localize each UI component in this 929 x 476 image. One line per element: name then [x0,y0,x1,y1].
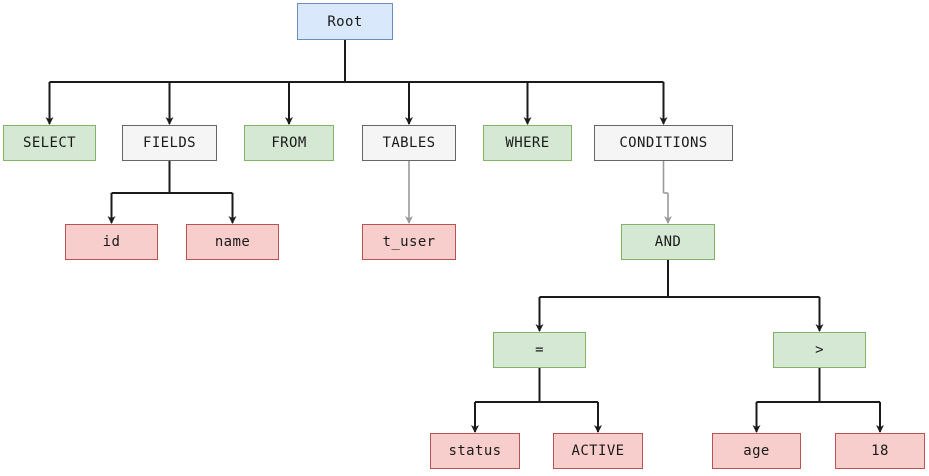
node-tables[interactable]: TABLES [362,125,456,161]
node-label-active: ACTIVE [571,443,625,459]
node-name[interactable]: name [186,224,279,260]
node-label-name: name [214,234,251,250]
node-gt[interactable]: > [773,332,866,368]
node-active[interactable]: ACTIVE [553,433,643,469]
node-where[interactable]: WHERE [483,125,572,161]
node-eq[interactable]: = [493,332,586,368]
node-fields[interactable]: FIELDS [122,125,217,161]
node-label-t_user: t_user [382,234,436,250]
node-age[interactable]: age [712,433,801,469]
node-label-eighteen: 18 [871,443,889,459]
node-label-fields: FIELDS [143,135,196,151]
node-label-status: status [448,443,502,459]
node-id[interactable]: id [65,224,158,260]
node-from[interactable]: FROM [244,125,334,161]
node-label-where: WHERE [505,135,550,151]
node-label-tables: TABLES [382,135,436,151]
node-label-conditions: CONDITIONS [619,135,708,151]
node-label-select: SELECT [23,135,76,151]
node-select[interactable]: SELECT [3,125,96,161]
node-and[interactable]: AND [621,224,715,260]
node-label-and: AND [654,234,682,250]
node-label-from: FROM [271,135,307,151]
node-conditions[interactable]: CONDITIONS [594,125,733,161]
node-root[interactable]: Root [297,3,393,40]
node-status[interactable]: status [430,433,520,469]
node-label-gt: > [815,342,824,358]
node-label-root: Root [327,13,363,30]
node-t_user[interactable]: t_user [362,224,456,260]
node-eighteen[interactable]: 18 [835,433,925,469]
node-label-eq: = [535,342,544,358]
node-label-id: id [102,234,121,250]
node-label-age: age [743,443,770,459]
